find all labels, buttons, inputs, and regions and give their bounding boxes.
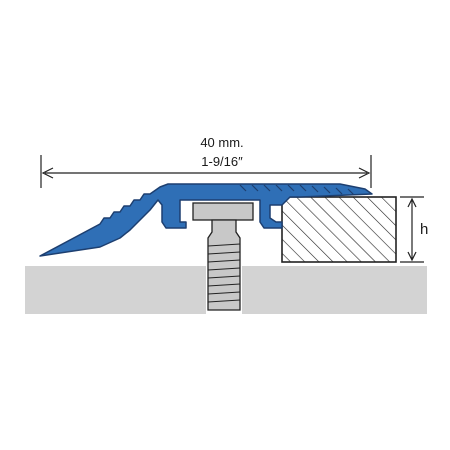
top-ribs	[239, 184, 355, 196]
width-label-imperial: 1-9/16″	[201, 154, 243, 169]
height-dimension	[400, 196, 424, 263]
height-label: h	[420, 221, 428, 238]
subfloor-left	[25, 266, 206, 314]
width-dimension	[40, 155, 372, 188]
subfloor-right	[242, 266, 427, 314]
screw	[192, 202, 254, 311]
width-label-metric: 40 mm.	[200, 135, 243, 150]
floor-covering-block	[281, 196, 397, 263]
